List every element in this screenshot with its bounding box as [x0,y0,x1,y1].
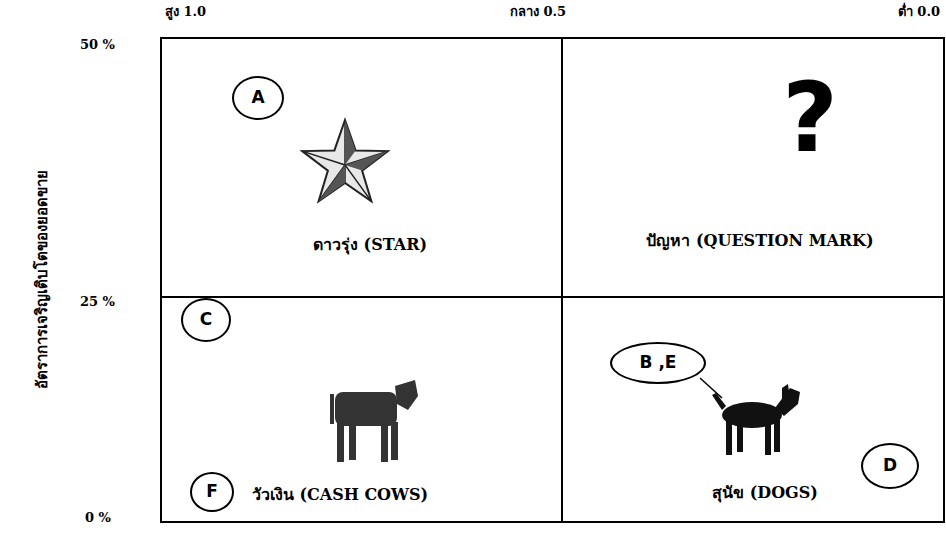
matrix-quadrant: ดาวรุ่ง (STAR) A [160,37,563,298]
matrix-quadrant: ? ปัญหา (QUESTION MARK) [561,37,945,298]
product-letter: F [206,482,218,502]
quadrant-label: ดาวรุ่ง (STAR) [313,236,427,254]
product-oval: F [190,472,234,512]
axis-value: กลาง 0.5 [510,5,566,20]
cow-icon [330,380,418,462]
product-letter: D [883,456,897,476]
product-letter: A [251,88,264,108]
product-letter: B ,E [640,353,677,373]
axis-value: 0 % [85,511,111,526]
dog-icon [712,384,800,455]
leash-line [700,378,722,398]
axis-value: ต่ำ 0.0 [898,5,940,20]
axis-value: 25 % [80,295,115,310]
axis-value: 50 % [80,38,115,53]
product-oval: C [181,298,231,342]
matrix-quadrant: สุนัข (DOGS) B ,E D [561,296,945,523]
product-oval: D [861,443,919,489]
product-oval: B ,E [610,342,706,384]
axis-title: อัตราการเจริญเติบโตของยอดขาย [33,171,50,390]
quadrant-label: ปัญหา (QUESTION MARK) [646,232,873,250]
product-oval: A [232,76,284,120]
quadrant-label: สุนัข (DOGS) [712,484,818,502]
question-symbol: ? [782,70,838,166]
star-icon [302,120,388,201]
product-letter: C [200,310,212,330]
quadrant-label: วัวเงิน (CASH COWS) [252,486,428,504]
matrix-quadrant: วัวเงิน (CASH COWS) C F [160,296,563,523]
axis-value: สูง 1.0 [165,5,206,20]
